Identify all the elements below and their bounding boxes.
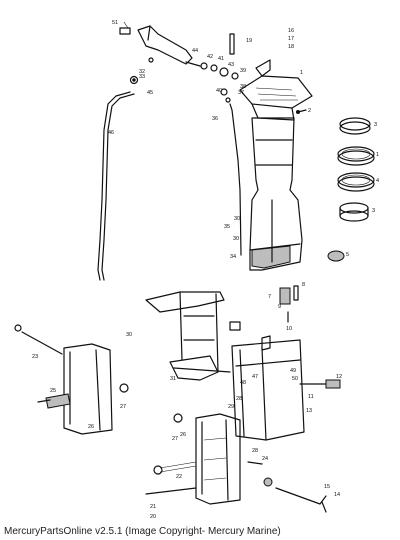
callout-16: 16: [288, 28, 294, 34]
callout-23: 23: [32, 354, 38, 360]
callout-20: 20: [150, 514, 156, 520]
callout-15: 15: [324, 484, 330, 490]
clamp-bracket-bottom[interactable]: [195, 413, 241, 505]
callout-17: 17: [288, 36, 294, 42]
plate-small: [229, 321, 271, 351]
callout-42: 42: [207, 54, 213, 60]
callout-47: 47: [252, 374, 258, 380]
callout-44: 44: [192, 48, 198, 54]
throttle-cable-rod[interactable]: [97, 91, 135, 281]
plug-5[interactable]: [327, 250, 345, 262]
callout-19: 19: [246, 38, 252, 44]
callout-1-ring: 1: [376, 152, 379, 158]
shift-lever[interactable]: [119, 21, 193, 65]
callout-5: 5: [346, 252, 349, 258]
callout-34: 34: [230, 254, 236, 260]
callout-11: 11: [308, 394, 314, 400]
callout-13: 13: [306, 408, 312, 414]
grommet-rod[interactable]: [229, 33, 235, 55]
callout-18: 18: [288, 44, 294, 50]
knob-24[interactable]: [247, 461, 273, 487]
callout-8: 8: [302, 282, 305, 288]
callout-29: 29: [228, 404, 234, 410]
callout-26-top: 26: [88, 424, 94, 430]
callout-9: 9: [278, 304, 281, 310]
ring-4-coil[interactable]: [337, 172, 375, 192]
clamp-screw-12[interactable]: [299, 379, 341, 389]
callout-30-mid2: 30: [233, 236, 239, 242]
clamp-bracket-left[interactable]: [37, 343, 113, 435]
callout-21: 21: [150, 504, 156, 510]
callout-51: 51: [112, 20, 118, 26]
callout-33: 33: [139, 74, 145, 80]
thumbscrew-22[interactable]: [153, 461, 197, 475]
swivel-bracket[interactable]: [145, 291, 225, 381]
callout-4: 4: [376, 178, 379, 184]
washer-27-top: [119, 383, 129, 393]
callout-32: 32: [139, 69, 145, 75]
washer-27-bottom: [173, 413, 183, 423]
callout-12: 12: [336, 374, 342, 380]
callout-3-top: 3: [374, 122, 377, 128]
callout-41: 41: [218, 56, 224, 62]
housing-bolt-2: [296, 109, 307, 114]
copyright-caption: MercuryPartsOnline v2.5.1 (Image Copyrig…: [4, 526, 281, 537]
callout-28-bottom: 28: [252, 448, 258, 454]
clip-7[interactable]: [279, 285, 299, 305]
callout-40: 40: [216, 88, 222, 94]
callout-48: 48: [240, 380, 246, 386]
callout-49: 49: [290, 368, 296, 374]
ring-1-coil[interactable]: [337, 146, 375, 166]
callout-27-bottom: 27: [172, 436, 178, 442]
callout-37: 37: [238, 90, 244, 96]
ring-3-top[interactable]: [339, 117, 371, 135]
transom-clamp[interactable]: [231, 339, 305, 441]
ring-3-bottom[interactable]: [339, 202, 369, 222]
callout-30-left: 30: [126, 332, 132, 338]
callout-2: 2: [308, 108, 311, 114]
callout-43: 43: [228, 62, 234, 68]
tilt-pin-31[interactable]: [173, 367, 231, 373]
callout-10: 10: [286, 326, 292, 332]
callout-27-top: 27: [120, 404, 126, 410]
callout-31: 31: [170, 376, 176, 382]
callout-35: 35: [224, 224, 230, 230]
callout-45: 45: [147, 90, 153, 96]
thumbscrew-23[interactable]: [14, 324, 63, 355]
driveshaft-housing[interactable]: [249, 117, 303, 271]
exploded-parts-diagram: 51 44 42 41 43 39 40 37 38 32 33 45 46 3…: [14, 20, 379, 520]
callout-14: 14: [334, 492, 340, 498]
pin-21[interactable]: [145, 487, 197, 495]
callout-25: 25: [50, 388, 56, 394]
linkage-rod[interactable]: [185, 61, 239, 80]
callout-36: 36: [212, 116, 218, 122]
callout-39: 39: [240, 68, 246, 74]
callout-24: 24: [262, 456, 268, 462]
callout-38: 38: [240, 84, 246, 90]
callout-30-mid: 30: [234, 216, 240, 222]
shift-rod[interactable]: [229, 103, 242, 256]
callout-26-bottom: 26: [180, 432, 186, 438]
shift-handle-15[interactable]: [275, 487, 327, 513]
callout-22: 22: [176, 474, 182, 480]
callout-50: 50: [292, 376, 298, 382]
callout-28-mid: 28: [236, 396, 242, 402]
callout-7: 7: [268, 294, 271, 300]
mount-bracket-top[interactable]: [239, 59, 313, 121]
callout-46: 46: [108, 130, 114, 136]
small-hardware-top: [129, 57, 231, 103]
callout-1-top: 1: [300, 70, 303, 76]
callout-3-bottom: 3: [372, 208, 375, 214]
